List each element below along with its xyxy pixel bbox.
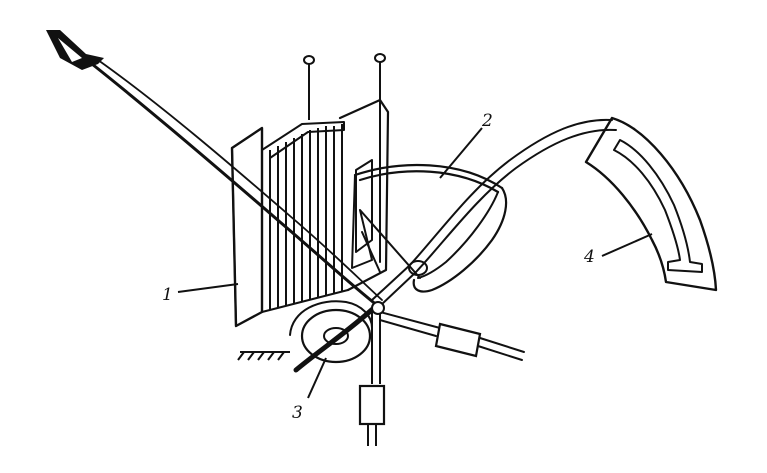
terminal-left [303, 55, 315, 65]
leader-3 [307, 357, 327, 399]
coil-assembly [230, 53, 390, 328]
leader-2 [439, 127, 483, 179]
leader-1 [177, 283, 239, 293]
counterweight-bottom [358, 384, 386, 426]
right-pointer-arm [371, 118, 617, 307]
label-damper: 2 [481, 111, 493, 131]
terminal-right [374, 53, 386, 63]
label-spring: 3 [292, 403, 303, 423]
scale-plate [584, 116, 718, 292]
counterweight-right [434, 322, 482, 358]
main-pointer [46, 30, 383, 308]
leader-4 [601, 233, 653, 257]
label-coil: 1 [162, 285, 173, 305]
label-scale: 4 [583, 247, 595, 267]
spindle-and-spring [237, 300, 525, 446]
air-damper [351, 163, 508, 293]
